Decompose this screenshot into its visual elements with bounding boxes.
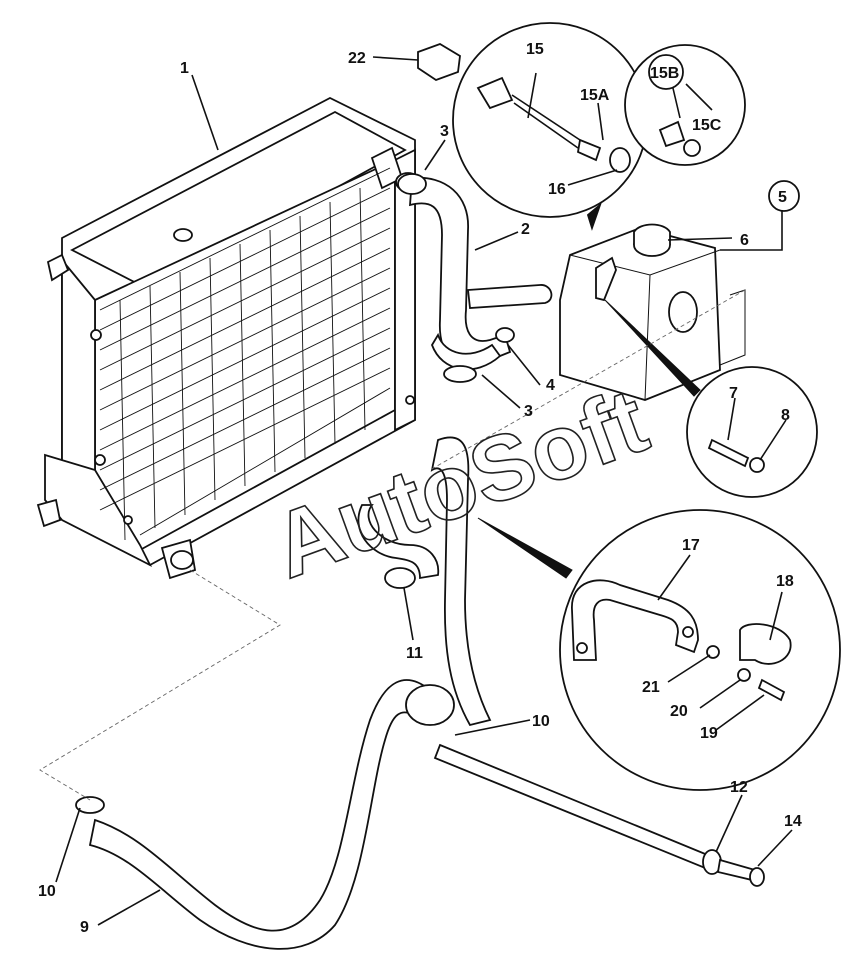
callout-4: 4 <box>546 377 555 394</box>
callout-7: 7 <box>729 385 738 402</box>
callout-12: 12 <box>730 779 748 796</box>
callout-1: 1 <box>180 60 189 77</box>
callout-8: 8 <box>781 407 790 424</box>
callout-2: 2 <box>521 221 530 238</box>
callout-20: 20 <box>670 703 688 720</box>
callout-22: 22 <box>348 50 366 67</box>
callout-19: 19 <box>700 725 718 742</box>
detail-bolt <box>604 299 818 498</box>
callout-6: 6 <box>740 232 749 249</box>
connector-22 <box>417 43 461 82</box>
callout-9: 9 <box>80 919 89 936</box>
callout-17: 17 <box>682 537 700 554</box>
radiator <box>36 96 421 580</box>
metal-pipe <box>433 743 765 887</box>
leader-lines <box>55 56 793 926</box>
hose-11 <box>357 436 492 727</box>
hose-clips <box>397 173 515 383</box>
detail-15b <box>624 44 746 166</box>
callout-15c: 15C <box>692 117 722 134</box>
detail-bracket <box>477 509 841 791</box>
callout-5: 5 <box>778 189 787 206</box>
callout-10-left: 10 <box>38 883 56 900</box>
callout-15: 15 <box>526 41 544 58</box>
callout-15b: 15B <box>650 65 679 82</box>
detail-sensor <box>452 22 648 231</box>
callout-5-ring <box>768 180 800 212</box>
callout-16: 16 <box>548 181 566 198</box>
callout-15a: 15A <box>580 87 610 104</box>
callout-21: 21 <box>642 679 660 696</box>
callout-18: 18 <box>776 573 794 590</box>
callout-10-right: 10 <box>532 713 550 730</box>
callout-11: 11 <box>406 645 423 662</box>
callout-14: 14 <box>784 813 802 830</box>
top-hose <box>409 176 553 371</box>
callout-3-bottom: 3 <box>524 403 533 420</box>
callout-3-top: 3 <box>440 123 449 140</box>
guide-lines <box>39 289 746 801</box>
expansion-tank <box>559 223 746 401</box>
callout-15b-ring <box>648 54 684 90</box>
bottom-hose <box>75 679 455 950</box>
